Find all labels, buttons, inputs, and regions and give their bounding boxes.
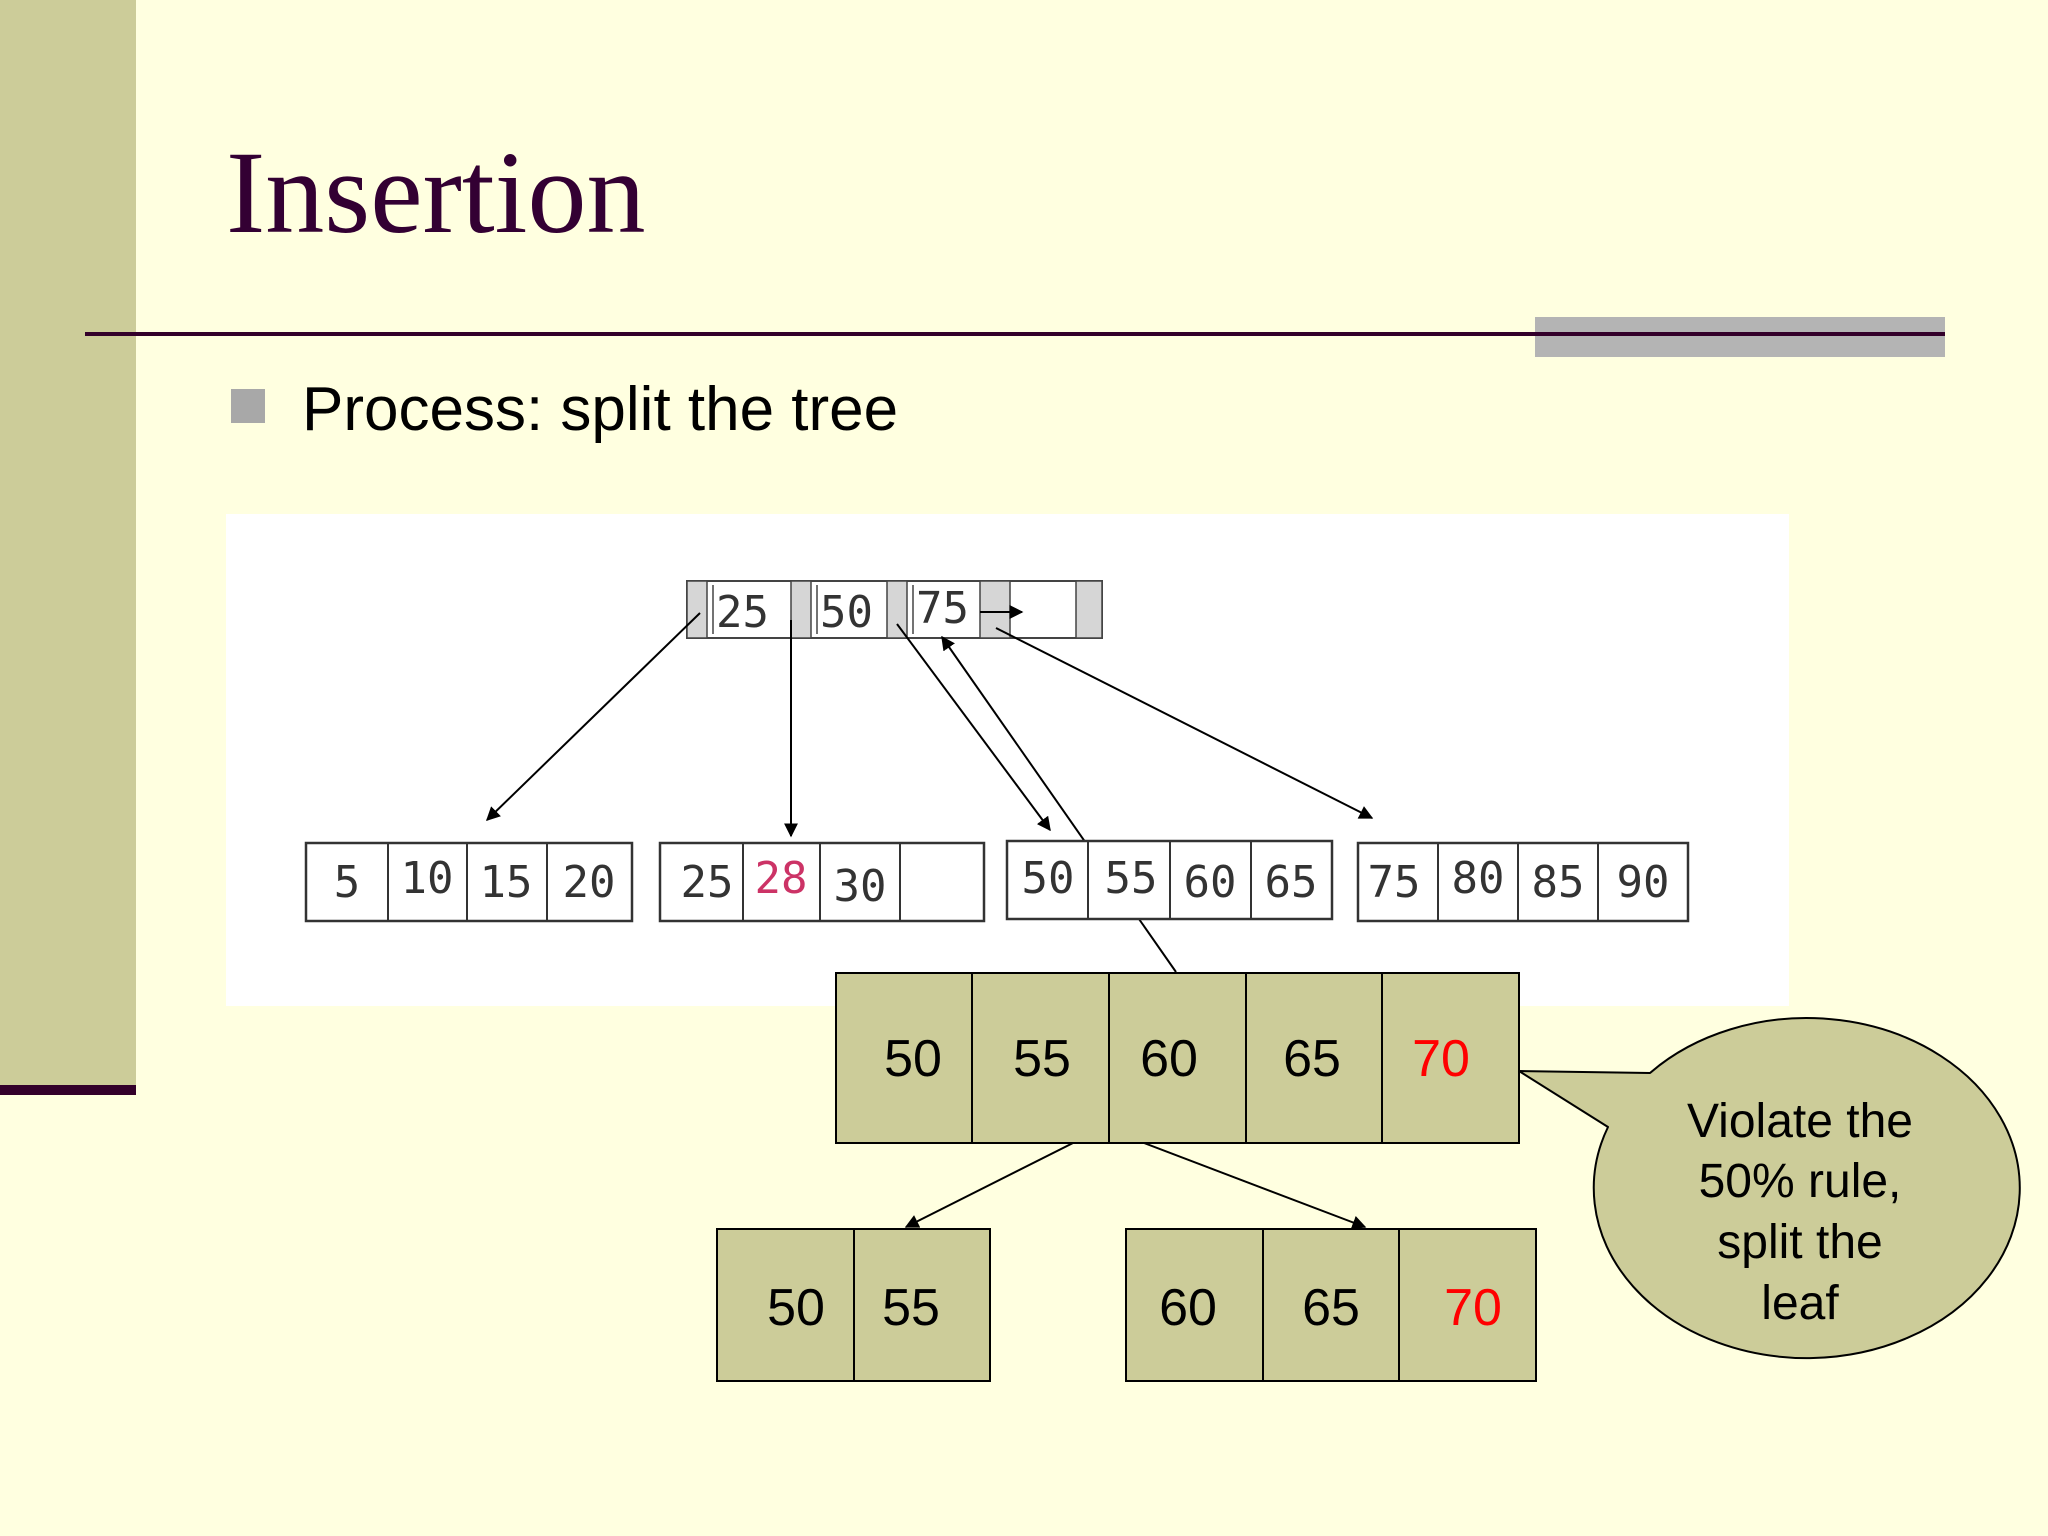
leaf-node: 75 80 85 90 xyxy=(1356,841,1690,923)
split-right-key: 60 xyxy=(1159,1279,1217,1337)
leaf-key: 15 xyxy=(480,857,533,908)
bullet-text: Process: split the tree xyxy=(302,375,899,444)
leaf-key: 10 xyxy=(401,853,454,904)
overflow-key: 65 xyxy=(1283,1030,1341,1088)
root-node: 25 50 75 xyxy=(686,580,1103,639)
leaf-key: 30 xyxy=(834,861,887,912)
slide-title: Insertion xyxy=(226,127,646,258)
leaf-node: 5 10 15 20 xyxy=(304,841,634,923)
title-underline-accent xyxy=(1535,317,1945,357)
leaf-key: 80 xyxy=(1452,853,1505,904)
leaf-key: 25 xyxy=(681,857,734,908)
split-right-key: 65 xyxy=(1302,1279,1360,1337)
sidebar-accent xyxy=(0,0,136,1085)
sidebar-rule xyxy=(0,1085,136,1095)
root-key: 50 xyxy=(820,587,873,638)
root-key: 75 xyxy=(916,583,969,634)
leaf-key: 5 xyxy=(334,857,361,908)
leaf-key: 85 xyxy=(1532,857,1585,908)
leaf-key: 90 xyxy=(1617,857,1670,908)
overflow-key: 55 xyxy=(1013,1030,1071,1088)
leaf-key: 65 xyxy=(1265,857,1318,908)
callout-line: 50% rule, xyxy=(1699,1155,1902,1208)
split-right-key-new: 70 xyxy=(1444,1279,1502,1337)
callout-line: leaf xyxy=(1761,1277,1839,1330)
title-underline-overlay xyxy=(1535,332,1945,336)
root-key: 25 xyxy=(716,587,769,638)
overflow-key-new: 70 xyxy=(1412,1030,1470,1088)
callout-line: Violate the xyxy=(1687,1095,1913,1148)
split-left-key: 50 xyxy=(767,1279,825,1337)
leaf-key: 20 xyxy=(563,857,616,908)
overflow-key: 60 xyxy=(1140,1030,1198,1088)
leaf-level: 5 10 15 20 25 28 30 50 55 60 65 xyxy=(304,839,1690,923)
split-left-leaf: 50 55 xyxy=(716,1228,991,1382)
leaf-key: 60 xyxy=(1184,857,1237,908)
leaf-node: 50 55 60 65 xyxy=(1005,839,1334,921)
leaf-key: 75 xyxy=(1368,857,1421,908)
bullet-marker xyxy=(231,389,265,423)
leaf-key: 50 xyxy=(1022,853,1075,904)
root-pointers xyxy=(485,605,1374,973)
leaf-key: 55 xyxy=(1105,853,1158,904)
overflow-key: 50 xyxy=(884,1030,942,1088)
leaf-node: 25 28 30 xyxy=(658,841,986,923)
callout-bubble: Violate the 50% rule, split the leaf xyxy=(1518,1017,2021,1360)
split-arrows xyxy=(904,1142,1367,1230)
leaf-key-inserted: 28 xyxy=(755,853,808,904)
title-underline xyxy=(85,332,1945,336)
split-left-key: 55 xyxy=(882,1279,940,1337)
callout-line: split the xyxy=(1717,1216,1882,1269)
overflow-leaf: 50 55 60 65 70 xyxy=(835,972,1520,1144)
split-right-leaf: 60 65 70 xyxy=(1125,1228,1537,1382)
